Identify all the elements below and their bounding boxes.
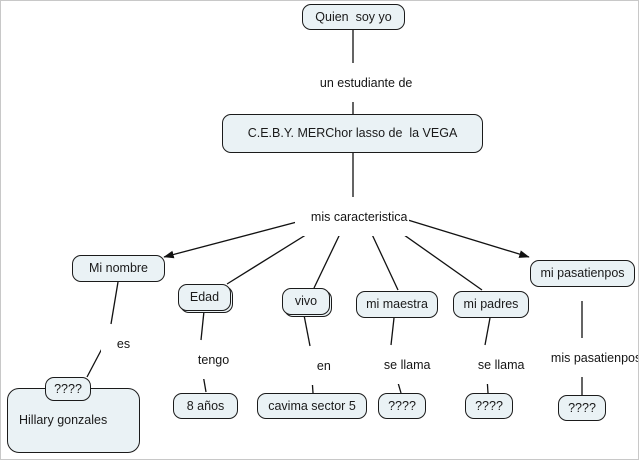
node-padres-unknown-label: ???? (475, 398, 503, 413)
node-padres-unknown[interactable]: ???? (465, 393, 513, 419)
link-label-en[interactable]: en (301, 347, 333, 385)
link-label-tengo[interactable]: tengo (182, 341, 232, 379)
node-hillary-gonzales-label: Hillary gonzales (19, 413, 108, 428)
link-label-un-estudiante-de[interactable]: un estudiante de (304, 64, 415, 102)
edge-maestra-to-label6 (390, 317, 395, 346)
node-root[interactable]: Quien soy yo (302, 4, 405, 30)
link-label-es-text: es (116, 336, 131, 351)
node-school[interactable]: C.E.B.Y. MERChor lasso de la VEGA (222, 114, 483, 153)
node-maestra-unknown[interactable]: ???? (378, 393, 426, 419)
link-label-mis-caracteristica[interactable]: mis caracteristica (295, 198, 410, 236)
node-mi-maestra-label: mi maestra (366, 297, 428, 312)
node-root-label: Quien soy yo (315, 9, 392, 24)
node-mi-pasatienpos-label: mi pasatienpos (540, 266, 625, 281)
link-label-mis-pasatienpos-text: mis pasatienpos (550, 350, 639, 365)
node-mi-pasatienpos[interactable]: mi pasatienpos (530, 260, 635, 287)
edge-vivo-to-label5 (303, 314, 311, 347)
node-vivo-label: vivo (294, 294, 318, 309)
node-vivo[interactable]: vivo (282, 288, 330, 315)
link-label-se-llama-padres[interactable]: se llama (462, 346, 527, 384)
edge-nombre-to-label3 (110, 281, 119, 325)
node-mi-maestra[interactable]: mi maestra (356, 291, 438, 318)
edge-edad-to-label4 (200, 310, 205, 341)
node-mi-nombre-label: Mi nombre (88, 261, 149, 276)
node-nombre-unknown[interactable]: ???? (45, 377, 91, 401)
node-mi-nombre[interactable]: Mi nombre (72, 255, 165, 282)
node-cavima-sector-5-label: cavima sector 5 (268, 398, 356, 413)
node-hillary-gonzales[interactable]: Hillary gonzales (7, 388, 140, 453)
node-mi-padres[interactable]: mi padres (453, 291, 529, 318)
node-cavima-sector-5[interactable]: cavima sector 5 (257, 393, 367, 419)
node-8-anios-label: 8 años (186, 398, 225, 413)
node-edad[interactable]: Edad (178, 284, 231, 311)
link-label-tengo-text: tengo (197, 352, 230, 367)
link-label-se-llama-maestra[interactable]: se llama (368, 346, 433, 384)
node-mi-padres-label: mi padres (463, 297, 519, 312)
link-label-un-estudiante-de-text: un estudiante de (319, 75, 413, 90)
node-edad-label: Edad (189, 290, 220, 305)
node-pasatienpos-unknown-label: ???? (568, 400, 596, 415)
node-nombre-unknown-label: ???? (54, 381, 82, 396)
node-school-label: C.E.B.Y. MERChor lasso de la VEGA (247, 126, 458, 141)
link-label-mis-pasatienpos[interactable]: mis pasatienpos (535, 339, 639, 377)
link-label-es[interactable]: es (101, 325, 133, 363)
node-8-anios[interactable]: 8 años (173, 393, 238, 419)
node-maestra-unknown-label: ???? (388, 398, 416, 413)
link-label-mis-caracteristica-text: mis caracteristica (310, 209, 408, 224)
link-label-se-llama-maestra-text: se llama (383, 357, 431, 372)
edge-padres-to-label7 (484, 317, 491, 346)
node-pasatienpos-unknown[interactable]: ???? (558, 395, 606, 421)
link-label-se-llama-padres-text: se llama (477, 357, 525, 372)
link-label-en-text: en (316, 358, 331, 373)
